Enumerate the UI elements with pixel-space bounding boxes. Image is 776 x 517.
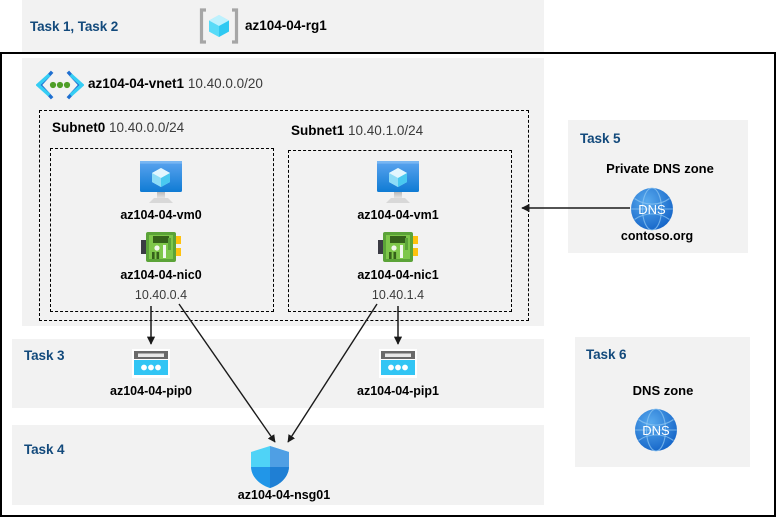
subnet1-title: Subnet1 10.40.1.0/24 xyxy=(291,123,424,138)
dns-zone-icon: DNS xyxy=(628,185,676,233)
subnet1-cidr: 10.40.1.0/24 xyxy=(348,123,424,138)
network-security-group-icon xyxy=(248,444,292,490)
virtual-network-icon xyxy=(36,69,84,101)
nsg-label: az104-04-nsg01 xyxy=(237,488,331,502)
subnet1-box xyxy=(288,150,512,312)
public-ip-panel xyxy=(12,339,544,408)
subnets-container xyxy=(39,110,529,321)
nic1-ip: 10.40.1.4 xyxy=(371,288,425,302)
private-dns-zone-name: contoso.org xyxy=(620,229,694,243)
public-ip-address-icon xyxy=(131,348,171,379)
dns-zone-icon: DNS xyxy=(632,406,680,454)
dns-icon-text: DNS xyxy=(638,202,666,217)
subnet0-title: Subnet0 10.40.0.0/24 xyxy=(52,120,185,135)
virtual-machine-icon xyxy=(134,158,188,206)
task-label-5: Task 5 xyxy=(580,131,621,146)
nic1-label: az104-04-nic1 xyxy=(357,268,439,282)
virtual-network-title: az104-04-vnet1 10.40.0.0/20 xyxy=(88,76,263,91)
subnet0-box xyxy=(50,148,274,312)
dns-zone-heading: DNS zone xyxy=(632,383,694,398)
public-ip-address-icon xyxy=(378,348,418,379)
task-label-3: Task 3 xyxy=(24,348,65,363)
vm1-label: az104-04-vm1 xyxy=(357,208,439,222)
virtual-network-panel xyxy=(22,58,544,326)
vm0-label: az104-04-vm0 xyxy=(120,208,202,222)
dns-icon-text: DNS xyxy=(642,423,670,438)
nic0-label: az104-04-nic0 xyxy=(120,268,202,282)
private-dns-zone-panel xyxy=(568,120,748,253)
task-label-4: Task 4 xyxy=(24,442,65,457)
resource-group-panel xyxy=(22,0,544,52)
network-interface-icon xyxy=(376,229,420,265)
resource-group-name: az104-04-rg1 xyxy=(245,18,327,33)
virtual-machine-icon xyxy=(371,158,425,206)
subnet0-cidr: 10.40.0.0/24 xyxy=(109,120,185,135)
nic0-ip: 10.40.0.4 xyxy=(134,288,188,302)
resource-group-icon xyxy=(198,6,240,46)
private-dns-zone-heading: Private DNS zone xyxy=(606,161,714,176)
task-label-1-2: Task 1, Task 2 xyxy=(30,19,119,34)
network-interface-icon xyxy=(139,229,183,265)
task-label-6: Task 6 xyxy=(586,347,627,362)
pip1-label: az104-04-pip1 xyxy=(357,384,439,398)
virtual-network-cidr: 10.40.0.0/20 xyxy=(187,76,263,91)
pip0-label: az104-04-pip0 xyxy=(110,384,192,398)
